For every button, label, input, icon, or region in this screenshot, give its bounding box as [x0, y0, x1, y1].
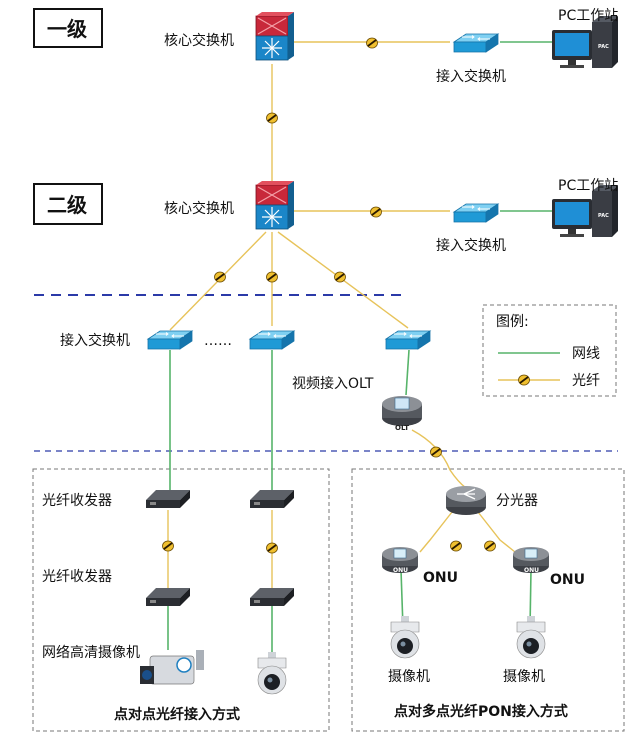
core-switch-icon [255, 180, 295, 230]
onu-right-label: ONU [550, 572, 585, 588]
access-switch-top2-label: 接入交换机 [436, 237, 506, 254]
legend: 图例: 网线 光纤 [482, 304, 617, 397]
pc-station-1-label: PC工作站 [558, 8, 618, 24]
access-switch-icon [453, 33, 499, 53]
fiber-marker-icon [429, 446, 443, 458]
legend-net-label: 网线 [572, 346, 600, 362]
level-2-badge: 二级 [33, 183, 103, 225]
legend-title: 图例: [496, 314, 529, 330]
camera-icon [140, 650, 204, 685]
fiber-marker-icon [449, 540, 463, 552]
fiber-olt-splitter [411, 429, 467, 489]
access-switch-icon [147, 330, 193, 350]
fiber-marker-icon [213, 271, 227, 283]
olt-icon [381, 395, 423, 427]
legend-fiber-label: 光纤 [572, 373, 600, 389]
fiber-marker-icon [483, 540, 497, 552]
fiber-transceiver-1-label: 光纤收发器 [42, 493, 112, 509]
core-switch-1-label: 核心交换机 [164, 32, 234, 49]
p2mp-caption: 点对多点光纤PON接入方式 [394, 703, 568, 720]
video-olt-label: 视频接入OLT [292, 375, 374, 392]
onu-badge-right: ONU [524, 567, 539, 574]
onu-badge-left: ONU [393, 567, 408, 574]
fiber-marker-icon [265, 112, 279, 124]
camera-icon [390, 615, 420, 659]
fiber-splitter-onu-right [477, 511, 516, 553]
access-switch-top1-label: 接入交换机 [436, 68, 506, 85]
legend-fiber-marker-icon [517, 374, 531, 386]
fiber-marker-icon [161, 540, 175, 552]
fiber-marker-icon [265, 271, 279, 283]
access-switch-left-label: 接入交换机 [60, 332, 130, 349]
net-access-right-olt [405, 349, 410, 396]
fiber-marker-icon [265, 542, 279, 554]
level-1-label: 一级 [47, 17, 87, 41]
p2mp-section-box [351, 468, 625, 732]
splitter-icon [445, 485, 487, 516]
access-switch-icon [249, 330, 295, 350]
camera-left-label: 摄像机 [388, 669, 430, 685]
fiber-marker-icon [369, 206, 383, 218]
core-switch-icon [255, 11, 295, 61]
fiber-transceiver-icon [250, 490, 294, 508]
core-switch-2-label: 核心交换机 [164, 200, 234, 217]
camera-icon [257, 651, 287, 695]
legend-box [482, 304, 617, 397]
access-switch-icon [385, 330, 431, 350]
pc-station-2-label: PC工作站 [558, 178, 618, 194]
access-switch-icon [453, 203, 499, 223]
onu-left-label: ONU [423, 570, 458, 586]
fiber-transceiver-icon [146, 588, 190, 606]
level-1-badge: 一级 [33, 8, 103, 48]
camera-right-label: 摄像机 [503, 669, 545, 685]
splitter-label: 分光器 [496, 493, 538, 509]
fiber-marker-icon [333, 271, 347, 283]
fiber-marker-icon [365, 37, 379, 49]
fiber-transceiver-icon [250, 588, 294, 606]
fiber-splitter-onu-left [419, 511, 453, 553]
hd-camera-label: 网络高清摄像机 [42, 644, 140, 661]
p2p-caption: 点对点光纤接入方式 [114, 706, 240, 723]
ellipsis-label: …… [204, 333, 232, 349]
olt-badge: OLT [395, 424, 409, 432]
level-2-label: 二级 [47, 193, 87, 217]
p2p-section-box [32, 468, 330, 732]
camera-icon [516, 615, 546, 659]
fiber-transceiver-2-label: 光纤收发器 [42, 569, 112, 585]
fiber-transceiver-icon [146, 490, 190, 508]
